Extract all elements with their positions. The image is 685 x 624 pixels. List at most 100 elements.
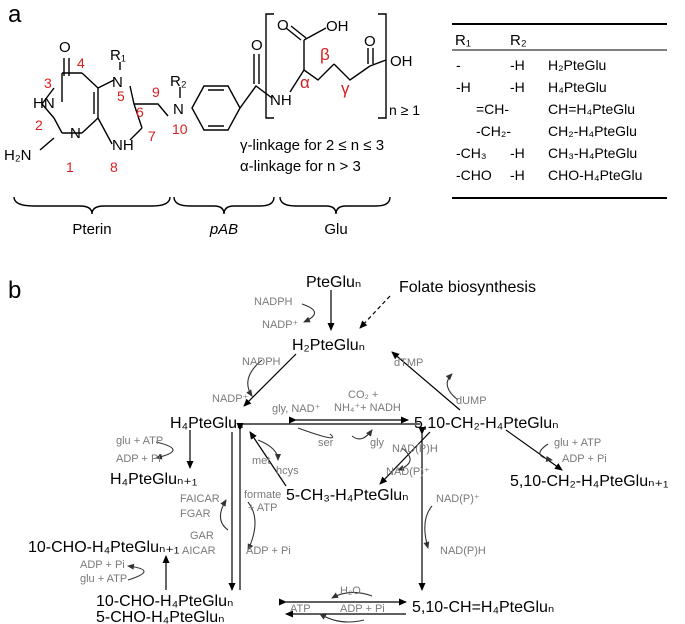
table-cell-r1: -H: [456, 79, 471, 95]
atom-nh-amide: NH: [270, 92, 292, 109]
table-cell-r1: =CH-: [476, 101, 509, 117]
node-h4pteglu: H₄PteGluₙ: [170, 415, 243, 432]
node-10-cho: 10-CHO-H₄PteGluₙ: [96, 593, 233, 610]
atom-o-gamma: O: [364, 33, 376, 50]
atom-r1: R₁: [110, 47, 126, 64]
cofactor-dump: dUMP: [456, 395, 487, 407]
pos-7: 7: [148, 128, 156, 144]
cofactor-nadph-right: NAD(P)H: [440, 545, 486, 557]
cofactor-adp-pi-left: ADP + Pi: [116, 453, 161, 465]
pos-4: 4: [77, 55, 85, 71]
cofactor-adp-pi-bottom2: ADP + Pi: [340, 603, 385, 615]
node-ch-eq: 5,10-CH=H₄PteGluₙ: [412, 599, 554, 616]
panel-a-label: a: [8, 1, 22, 28]
pos-8: 8: [110, 159, 118, 175]
cofactor-nadp-right: NAD(P)⁺: [436, 493, 480, 505]
pos-1: 1: [66, 159, 74, 175]
linkage-alpha-note: α-linkage for n > 3: [240, 158, 361, 175]
table-cell-r2: -H: [510, 167, 525, 183]
atom-nh-ring: NH: [112, 137, 134, 154]
table-cell-r1: -CH₂-: [476, 123, 511, 139]
node-folate-biosynthesis: Folate biosynthesis: [399, 279, 536, 296]
table-cell-name: H₂PteGlu: [548, 57, 606, 73]
cofactor-met: met: [252, 455, 270, 467]
atom-oh-acid: OH: [326, 18, 349, 35]
panel-b-label: b: [8, 277, 21, 304]
node-ch2-n1: 5,10-CH₂-H₄PteGluₙ₊₁: [510, 473, 668, 490]
cofactor-atp-bottom: ATP: [290, 603, 311, 615]
cofactor-nadph-1: NADPH: [254, 296, 293, 308]
pathway-arrows: [127, 290, 563, 623]
atom-r2: R₂: [170, 73, 187, 90]
brace-label-pab: pAB: [209, 221, 238, 238]
atom-n10: N: [173, 101, 184, 118]
table-cell-r2: -H: [510, 79, 525, 95]
node-5-cho: 5-CHO-H₄PteGluₙ: [96, 609, 224, 624]
cofactor-ser: ser: [318, 437, 334, 449]
panel-b: b: [8, 274, 668, 624]
cofactor-nadp-2: NADP⁺: [212, 393, 249, 405]
brace-pterin: [13, 196, 171, 215]
node-h4pteglu-n1: H₄PteGluₙ₊₁: [110, 471, 197, 488]
cofactor-gar: GAR: [190, 530, 214, 542]
cofactor-glu-atp-bottom: glu + ATP: [80, 573, 127, 585]
cofactor-aicar: AICAR: [182, 545, 216, 557]
pterin-bonds: [39, 13, 387, 151]
cofactor-gly-nad: gly, NAD⁺: [272, 403, 321, 415]
greek-alpha: α: [300, 73, 310, 92]
table-cell-r2: -H: [510, 57, 525, 73]
table-cell-name: CH₃-H₄PteGlu: [548, 145, 637, 161]
cofactor-fgar: FGAR: [180, 508, 211, 520]
node-ch3: 5-CH₃-H₄PteGluₙ: [286, 487, 409, 504]
cofactor-dtmp: dTMP: [394, 357, 423, 369]
node-10-cho-n1: 10-CHO-H₄PteGluₙ₊₁: [28, 539, 179, 556]
greek-beta: β: [320, 45, 330, 64]
atom-oh-gamma: OH: [390, 53, 413, 70]
pos-9: 9: [152, 84, 160, 100]
cofactor-co2-line2: NH₄⁺+ NADH: [334, 402, 401, 414]
table-cell-name: H₄PteGlu: [548, 79, 607, 95]
cofactor-nadph-mid: NAD(P)H: [392, 443, 438, 455]
cofactor-formate-line1: formate: [244, 489, 281, 501]
table-cell-r1: -CH₃: [456, 145, 487, 161]
table-cell-name: CHO-H₄PteGlu: [548, 167, 642, 183]
cofactor-nadp-1: NADP⁺: [262, 319, 299, 331]
atom-n1: N: [70, 125, 81, 142]
cofactor-formate-line2: + ATP: [248, 502, 277, 514]
brace-label-glu: Glu: [324, 221, 347, 238]
cofactor-h2o: H₂O: [340, 585, 361, 597]
cofactor-nadp-mid: NAD(P)⁺: [386, 466, 430, 478]
atom-o-ring: O: [59, 39, 71, 56]
table-header-r2: R₂: [510, 32, 527, 49]
linkage-gamma-note: γ-linkage for 2 ≤ n ≤ 3: [240, 137, 384, 154]
node-ch2: 5,10-CH₂-H₄PteGluₙ: [414, 415, 559, 432]
table-header-r1: R₁: [455, 32, 471, 49]
cofactor-glu-atp-left: glu + ATP: [116, 435, 163, 447]
cofactor-hcys: hcys: [276, 465, 299, 477]
pos-3: 3: [44, 75, 52, 91]
cofactor-adp-pi-mid: ADP + Pi: [246, 545, 291, 557]
table-cell-r2: -H: [510, 145, 525, 161]
cofactor-adp-pi-right: ADP + Pi: [562, 453, 607, 465]
cofactor-co2-line1: CO₂ +: [348, 389, 378, 401]
cofactor-faicar: FAICAR: [180, 493, 220, 505]
pos-2: 2: [35, 117, 43, 133]
node-h2pteglu: H₂PteGluₙ: [292, 337, 365, 354]
cofactor-glu-atp-right: glu + ATP: [554, 437, 601, 449]
bracket-subscript: n ≥ 1: [389, 102, 420, 118]
greek-gamma: γ: [341, 79, 350, 98]
table-cell-r1: -: [456, 57, 461, 73]
brace-pab: [173, 196, 275, 215]
brace-label-pterin: Pterin: [72, 221, 111, 238]
cofactor-adp-pi-bottom: ADP + Pi: [80, 559, 125, 571]
table-cell-name: CH₂-H₄PteGlu: [548, 123, 637, 139]
atom-n5: N: [112, 74, 123, 91]
atom-hn: HN: [33, 95, 55, 112]
atom-h2n: H₂N: [4, 147, 32, 164]
pos-6: 6: [136, 104, 144, 120]
pos-5: 5: [117, 88, 125, 104]
brace-glu: [279, 196, 391, 215]
